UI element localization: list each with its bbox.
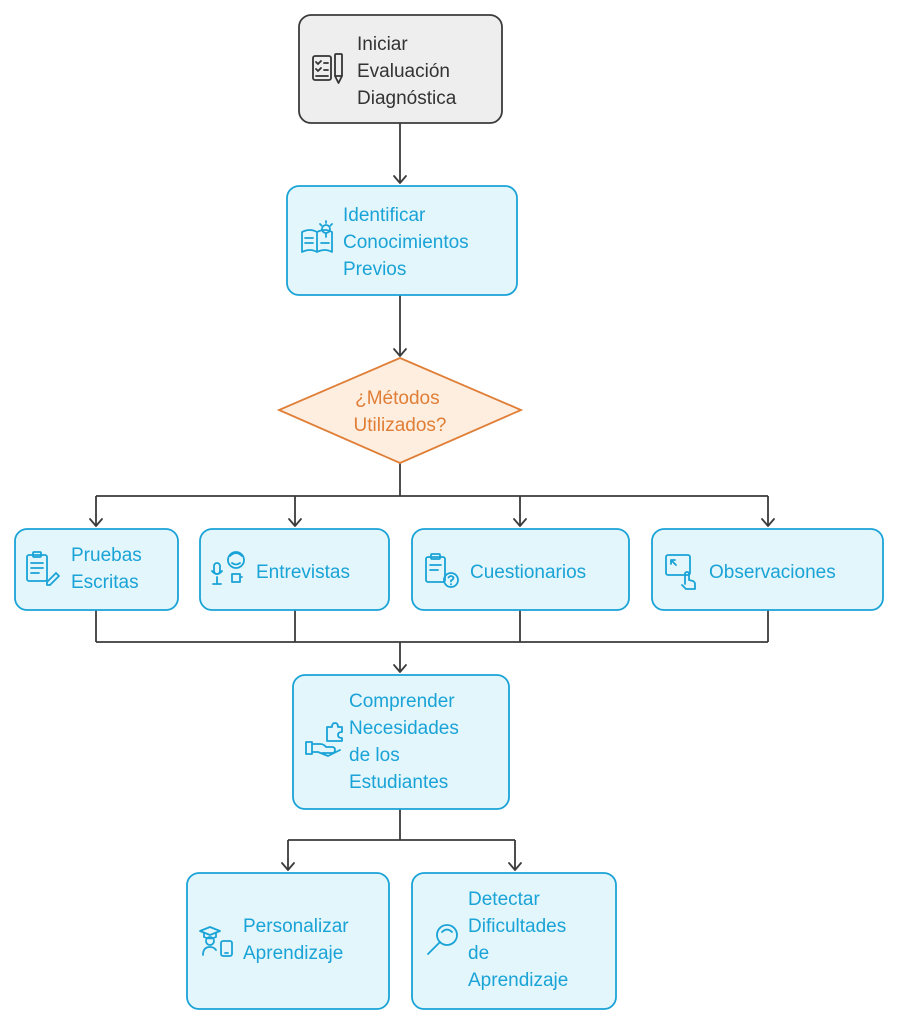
identify-label-line-1: Identificar [343, 205, 426, 226]
interviews-box [199, 528, 390, 611]
detect-line-1: Detectar [468, 889, 540, 910]
arrowhead-observations [761, 518, 775, 527]
arrowhead-interviews [288, 518, 302, 527]
book-lightbulb-icon [301, 220, 333, 253]
personalize-label: Personalizar Aprendizaje [243, 916, 354, 964]
understand-node: Comprender Necesidades de los Estudiante… [292, 674, 510, 810]
written-tests-box [14, 528, 179, 611]
interviews-node: Entrevistas [199, 528, 390, 611]
edge-methods-merge [95, 610, 769, 672]
questionnaires-label: Cuestionarios [470, 562, 586, 583]
clipboard-question-icon [425, 553, 459, 588]
understand-line-4: Estudiantes [349, 772, 448, 793]
screen-hand-icon [665, 554, 696, 590]
identify-node-box [286, 185, 518, 296]
start-label: Iniciar Evaluación Diagnóstica [357, 34, 457, 109]
edge-understand-split [287, 809, 516, 870]
start-label-line-3: Diagnóstica [357, 88, 457, 109]
written-tests-line-2: Escritas [71, 572, 139, 593]
decision-label-line-1: ¿Métodos [355, 388, 439, 409]
personalize-line-1: Personalizar [243, 916, 349, 937]
observations-label: Observaciones [709, 562, 836, 583]
microphone-person-icon [211, 551, 245, 585]
arrowhead-decision [393, 348, 407, 357]
understand-line-2: Necesidades [349, 718, 459, 739]
identify-label-line-3: Previos [343, 259, 406, 280]
decision-node: ¿Métodos Utilizados? [276, 357, 524, 464]
identify-label-line-2: Conocimientos [343, 232, 469, 253]
arrowhead-understand [393, 664, 407, 673]
magnifier-icon [427, 924, 458, 955]
understand-line-1: Comprender [349, 691, 455, 712]
written-tests-line-1: Pruebas [71, 545, 142, 566]
arrowhead-detect [508, 862, 522, 871]
identify-node: Identificar Conocimientos Previos [286, 185, 518, 296]
decision-diamond [276, 357, 524, 464]
decision-label-line-2: Utilizados? [354, 415, 447, 436]
understand-box [292, 674, 510, 810]
understand-label: Comprender Necesidades de los Estudiante… [349, 691, 464, 793]
edge-decision-split [95, 463, 769, 526]
detect-line-4: Aprendizaje [468, 970, 568, 991]
checklist-pencil-icon [312, 53, 343, 84]
arrowhead-written [89, 518, 103, 527]
arrowhead-personalize [281, 862, 295, 871]
personalize-node: Personalizar Aprendizaje [186, 872, 390, 1010]
detect-box [411, 872, 617, 1010]
decision-label: ¿Métodos Utilizados? [354, 388, 447, 436]
clipboard-pencil-icon [26, 551, 60, 586]
detect-line-3: de [468, 943, 489, 964]
arrowhead-questionnaires [513, 518, 527, 527]
interviews-label: Entrevistas [256, 562, 350, 583]
detect-node: Detectar Dificultades de Aprendizaje [411, 872, 617, 1010]
written-tests-label: Pruebas Escritas [71, 545, 147, 593]
edges [89, 123, 775, 871]
hand-puzzle-icon [305, 722, 343, 757]
observations-node: Observaciones [651, 528, 884, 611]
start-node-box [298, 14, 503, 124]
observations-box [651, 528, 884, 611]
personalize-box [186, 872, 390, 1010]
start-node: Iniciar Evaluación Diagnóstica [298, 14, 503, 124]
arrowhead-identify [393, 175, 407, 184]
questionnaires-box [411, 528, 630, 611]
start-label-line-2: Evaluación [357, 61, 450, 82]
start-label-line-1: Iniciar [357, 34, 408, 55]
identify-label: Identificar Conocimientos Previos [343, 205, 474, 280]
questionnaires-node: Cuestionarios [411, 528, 630, 611]
detect-label: Detectar Dificultades de Aprendizaje [468, 889, 572, 991]
written-tests-node: Pruebas Escritas [14, 528, 179, 611]
understand-line-3: de los [349, 745, 400, 766]
student-tablet-icon [199, 926, 233, 957]
personalize-line-2: Aprendizaje [243, 943, 343, 964]
detect-line-2: Dificultades [468, 916, 566, 937]
